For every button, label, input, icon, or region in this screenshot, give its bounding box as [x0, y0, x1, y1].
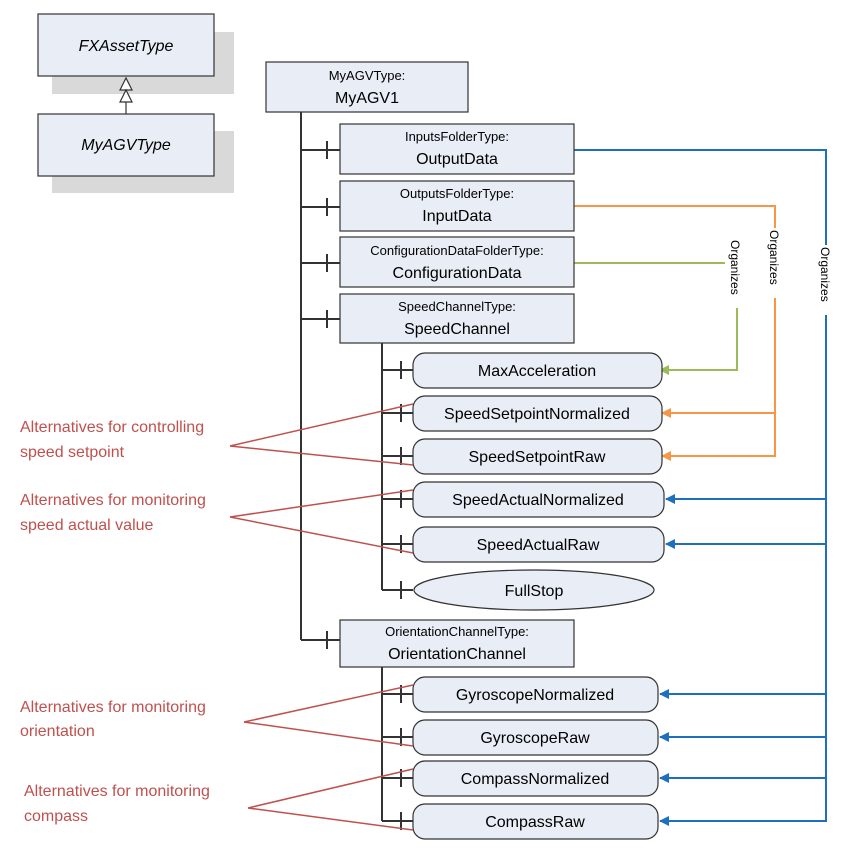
speed-channel-type-label: SpeedChannelType: — [398, 299, 516, 314]
annotation-line: compass — [24, 808, 88, 825]
variable-label: SpeedSetpointRaw — [469, 449, 606, 466]
folder-type-label: OutputsFolderType: — [400, 186, 514, 201]
variable-label: MaxAcceleration — [478, 363, 596, 380]
root-node: MyAGVType: MyAGV1 — [265, 61, 469, 113]
relation-blue — [574, 149, 827, 826]
variable-node: GyroscopeRaw — [412, 719, 659, 756]
variable-node: GyroscopeNormalized — [412, 676, 659, 713]
folder-node: ConfigurationDataFolderType: Configurati… — [339, 236, 575, 288]
orientation-channel-node: OrientationChannelType: OrientationChann… — [339, 619, 575, 668]
myagvtype-type-box — [37, 113, 215, 177]
variable-node: CompassNormalized — [412, 760, 659, 797]
relation-orange — [574, 205, 776, 461]
annotation: Alternatives for monitoring speed actual… — [20, 489, 414, 554]
variable-label: SpeedActualRaw — [477, 537, 600, 554]
orientation-channel-type-label: OrientationChannelType: — [385, 624, 529, 639]
orientation-channel-name-label: OrientationChannel — [388, 646, 526, 663]
annotation-line: speed actual value — [20, 517, 154, 534]
folder-type-label: InputsFolderType: — [405, 129, 509, 144]
inheritance-arrow-icon — [119, 88, 133, 103]
annotation: Alternatives for monitoring orientation — [20, 684, 414, 747]
fxasset-type-box — [37, 13, 215, 77]
root-type-label: MyAGVType: — [329, 68, 406, 83]
variable-node: MaxAcceleration — [412, 352, 663, 389]
organizes-relations: Organizes Organizes Organizes — [574, 149, 837, 826]
type-hierarchy: FXAssetType MyAGVType — [37, 13, 234, 193]
annotation: Alternatives for controlling speed setpo… — [20, 403, 414, 466]
fxasset-type-label: FXAssetType — [79, 38, 174, 55]
variable-label: CompassNormalized — [461, 771, 610, 788]
annotation-line: Alternatives for controlling — [20, 419, 204, 436]
variable-label: GyroscopeRaw — [480, 730, 590, 747]
speed-channel-name-label: SpeedChannel — [404, 321, 510, 338]
folder-node: InputsFolderType: OutputData — [339, 123, 575, 175]
annotation-line: Alternatives for monitoring — [24, 783, 210, 800]
variable-label: GyroscopeNormalized — [456, 687, 614, 704]
folder-name-label: OutputData — [416, 151, 498, 168]
variable-node: SpeedSetpointNormalized — [412, 395, 663, 432]
annotation-line: orientation — [20, 723, 95, 740]
variable-node: SpeedActualNormalized — [412, 481, 665, 518]
method-label: FullStop — [505, 583, 564, 600]
root-name-label: MyAGV1 — [335, 90, 399, 107]
myagvtype-type-label: MyAGVType — [81, 137, 171, 154]
folder-name-label: ConfigurationData — [393, 265, 522, 282]
folder-type-label: ConfigurationDataFolderType: — [370, 243, 543, 258]
relation-label-orange: Organizes — [767, 230, 781, 285]
folder-name-label: InputData — [422, 208, 491, 225]
variable-node: CompassRaw — [412, 803, 659, 840]
relation-label-blue: Organizes — [818, 247, 832, 302]
annotation-line: Alternatives for monitoring — [20, 699, 206, 716]
folder-node: OutputsFolderType: InputData — [339, 180, 575, 232]
variable-label: SpeedActualNormalized — [452, 492, 624, 509]
variable-node: SpeedActualRaw — [412, 526, 665, 563]
annotation-line: speed setpoint — [20, 444, 125, 461]
variable-node: SpeedSetpointRaw — [412, 438, 663, 475]
annotation-line: Alternatives for monitoring — [20, 492, 206, 509]
variable-label: CompassRaw — [485, 814, 585, 831]
speed-channel-node: SpeedChannelType: SpeedChannel — [339, 293, 575, 344]
method-node: FullStop — [413, 569, 655, 611]
relation-label-green: Organizes — [728, 240, 742, 295]
variable-label: SpeedSetpointNormalized — [444, 406, 630, 423]
relation-green — [574, 262, 738, 375]
annotation: Alternatives for monitoring compass — [24, 768, 414, 831]
